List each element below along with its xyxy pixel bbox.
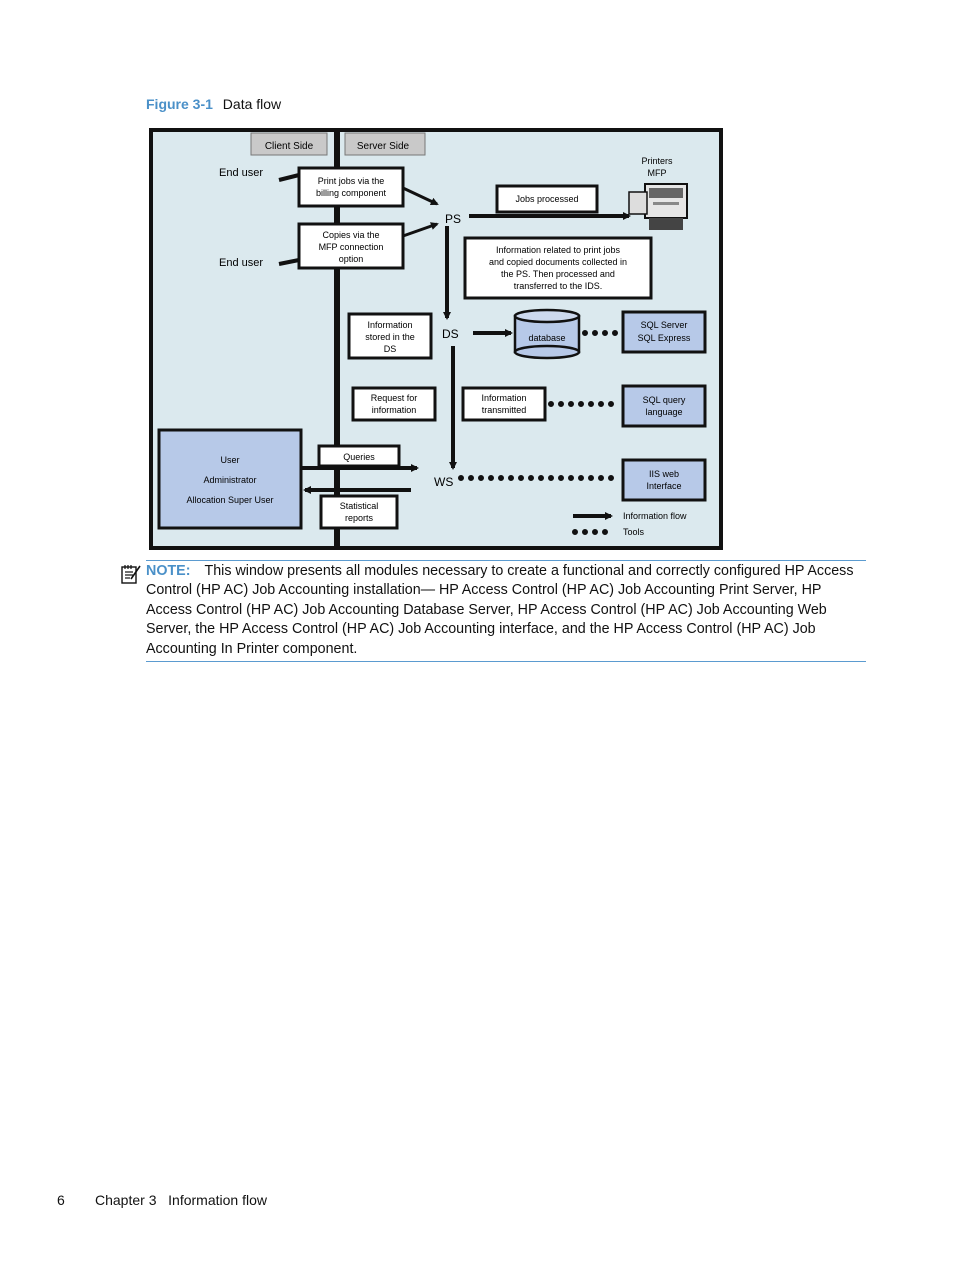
info-related-line-1: Information related to print jobs (496, 245, 621, 255)
info-stored-line-2: stored in the (365, 332, 415, 342)
user-line-1: User (220, 455, 239, 465)
jobs-processed-box (495, 184, 599, 214)
server-side-tab (344, 132, 426, 156)
note-text: This window presents all modules necessa… (146, 563, 854, 657)
user-line-3: Allocation Super User (186, 495, 273, 505)
iis-line-2: Interface (646, 481, 681, 491)
ws-label: WS (434, 475, 453, 489)
copies-arrow (402, 222, 439, 238)
side-divider (334, 130, 340, 548)
info-transmitted-line-1: Information (481, 393, 526, 403)
print-jobs-arrow (402, 186, 439, 206)
statistical-line-2: reports (345, 513, 374, 523)
info-transmitted-box (461, 386, 547, 422)
copies-line-1: Copies via the (322, 230, 379, 240)
data-flow-diagram: Client Side Server Side End user End use… (149, 128, 723, 550)
client-side-label: Client Side (265, 141, 314, 152)
print-jobs-line-2: billing component (316, 188, 387, 198)
request-line-1: Request for (371, 393, 418, 403)
sql-server-line-2: SQL Express (638, 333, 691, 343)
iis-box (621, 458, 707, 502)
queries-label: Queries (343, 452, 375, 462)
figure-label: Figure 3-1 (146, 96, 213, 112)
statistical-line-1: Statistical (340, 501, 379, 511)
note-icon (121, 565, 141, 584)
user-box (157, 428, 303, 530)
end-user-2-connector (278, 258, 300, 266)
request-box (351, 386, 437, 422)
copies-line-2: MFP connection (319, 242, 384, 252)
info-stored-box (347, 312, 433, 360)
iis-line-1: IIS web (649, 469, 679, 479)
print-jobs-box (297, 166, 405, 208)
info-related-line-2: and copied documents collected in (489, 257, 627, 267)
info-related-line-3: the PS. Then processed and (501, 269, 615, 279)
printers-label-2: MFP (648, 168, 667, 178)
info-stored-line-1: Information (367, 320, 412, 330)
figure-caption: Figure 3-1 Data flow (146, 96, 281, 112)
database-cylinder (513, 308, 581, 360)
user-line-2: Administrator (203, 475, 256, 485)
copies-box (297, 222, 405, 270)
chapter-footer: Chapter 3 Information flow (95, 1192, 267, 1208)
client-side-tab (250, 132, 328, 156)
end-user-1-connector (278, 173, 300, 182)
legend-tools-label: Tools (623, 527, 645, 537)
legend-flow-label: Information flow (623, 511, 687, 521)
end-user-label-2: End user (219, 257, 263, 269)
ds-label: DS (442, 327, 459, 341)
info-related-line-4: transferred to the IDS. (514, 281, 603, 291)
info-related-box (463, 236, 653, 300)
print-jobs-line-1: Print jobs via the (318, 176, 385, 186)
printer-icon (628, 183, 688, 230)
server-side-label: Server Side (357, 141, 410, 152)
info-transmitted-line-2: transmitted (482, 405, 527, 415)
request-line-2: information (372, 405, 417, 415)
page-number: 6 (57, 1192, 65, 1208)
note-block: NOTE:This window presents all modules ne… (146, 560, 866, 663)
ps-label: PS (445, 212, 461, 226)
sql-server-line-1: SQL Server (641, 320, 688, 330)
sql-server-box (621, 310, 707, 354)
info-stored-line-3: DS (384, 344, 397, 354)
jobs-processed-label: Jobs processed (515, 194, 578, 204)
sql-query-box (621, 384, 707, 428)
copies-line-3: option (339, 254, 364, 264)
database-label: database (528, 333, 565, 343)
printers-label-1: Printers (641, 156, 673, 166)
end-user-label-1: End user (219, 167, 263, 179)
statistical-box (319, 494, 399, 530)
figure-title: Data flow (222, 96, 282, 112)
sql-query-line-1: SQL query (643, 395, 686, 405)
sql-query-line-2: language (645, 407, 682, 417)
note-label: NOTE: (146, 563, 191, 579)
